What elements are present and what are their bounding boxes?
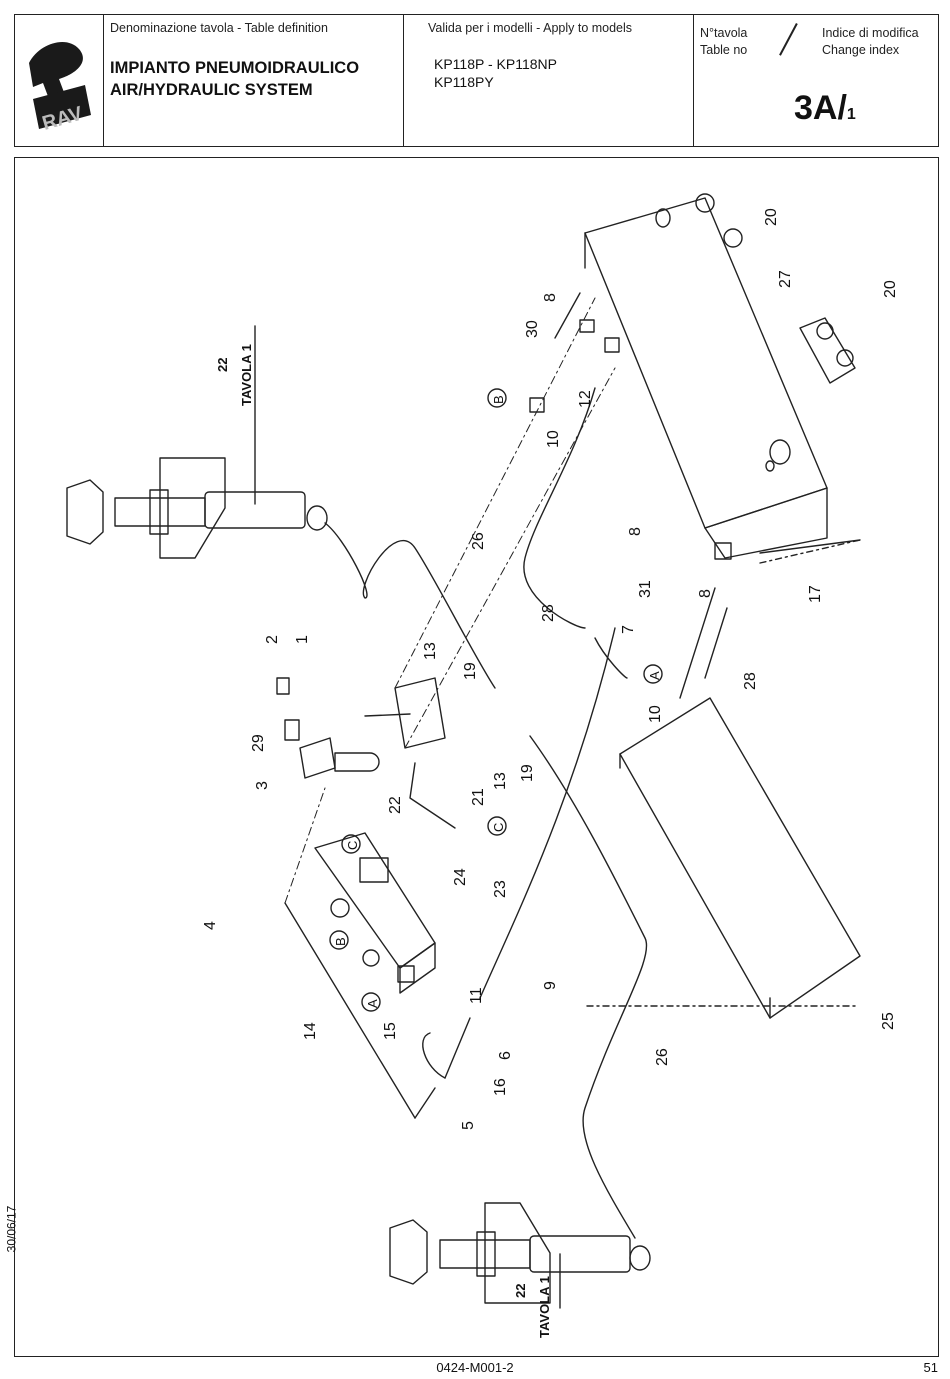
valve-block (276, 677, 380, 779)
callout-28: 28 (742, 672, 759, 690)
title-english: AIR/HYDRAULIC SYSTEM (110, 81, 313, 99)
marker-c-pump: C (345, 841, 360, 850)
models-line-2: KP118PY (434, 74, 494, 90)
callout-9: 9 (542, 981, 559, 990)
section-markers: B A C C B A (329, 388, 663, 1012)
hoses (284, 292, 728, 1239)
marker-a-right: A (647, 671, 662, 680)
callout-labels: 1 2 3 4 5 6 7 8 8 8 9 10 10 11 12 13 13 … (202, 208, 899, 1130)
document-code: 0424-M001-2 (436, 1360, 514, 1375)
callout-14: 14 (302, 1022, 319, 1040)
construction-lines (284, 297, 616, 904)
title-italian: IMPIANTO PNEUMOIDRAULICO (110, 59, 360, 77)
callout-5: 5 (460, 1121, 477, 1130)
title-block: RAV Denominazione tavola - Table definit… (14, 14, 939, 147)
callout-26: 26 (470, 532, 487, 550)
callout-13: 13 (422, 642, 439, 660)
exploded-view-frame: 1 2 3 4 5 6 7 8 8 8 9 10 10 11 12 13 13 … (14, 157, 939, 1357)
marker-c-right: C (491, 823, 506, 832)
callout-24: 24 (452, 868, 469, 886)
table-number-sub: 1 (846, 106, 856, 123)
callout-15: 15 (382, 1022, 399, 1040)
tavola-ref-number-lower: 22 (513, 1284, 528, 1298)
callout-17: 17 (807, 585, 824, 603)
revision-date: 30/06/17 (4, 1205, 19, 1253)
tank-fittings (529, 193, 856, 560)
callout-10: 10 (545, 430, 562, 448)
callout-2: 2 (264, 635, 281, 644)
callout-20: 20 (882, 280, 899, 298)
callout-31: 31 (637, 580, 654, 598)
table-definition-label: Denominazione tavola - Table definition (110, 21, 328, 35)
tavola-ref-label-upper: TAVOLA 1 (239, 344, 254, 406)
callout-10: 10 (647, 705, 664, 723)
marker-b-pump: B (333, 937, 348, 946)
valid-models-label: Valida per i modelli - Apply to models (428, 21, 633, 35)
table-definition-cell: Denominazione tavola - Table definition … (104, 15, 404, 146)
upper-cylinder (66, 325, 328, 559)
callout-22: 22 (387, 796, 404, 814)
pump-unit (314, 832, 436, 994)
table-no-italian: N°tavola (700, 26, 748, 40)
callout-16: 16 (492, 1078, 509, 1096)
callout-27: 27 (777, 270, 794, 288)
callout-19: 19 (519, 764, 536, 782)
callout-3: 3 (254, 781, 271, 790)
exploded-view-diagram: 1 2 3 4 5 6 7 8 8 8 9 10 10 11 12 13 13 … (66, 193, 899, 1338)
callout-13: 13 (492, 772, 509, 790)
callout-7: 7 (620, 625, 637, 634)
callout-21: 21 (470, 788, 487, 806)
callout-11: 11 (468, 987, 485, 1004)
models-line-1: KP118P - KP118NP (434, 56, 557, 72)
marker-a-pump: A (365, 999, 380, 1008)
change-index-english: Change index (822, 43, 900, 57)
lower-cylinder (389, 1202, 651, 1309)
callout-26: 26 (654, 1048, 671, 1066)
callout-28: 28 (540, 604, 557, 622)
models-cell: Valida per i modelli - Apply to models K… (404, 15, 694, 146)
callout-8: 8 (697, 589, 714, 598)
table-number: 3A/1 (794, 89, 856, 127)
rav-logo: RAV (29, 41, 91, 135)
marker-b-upper: B (491, 395, 506, 404)
callout-8: 8 (627, 527, 644, 536)
distribution-block (364, 677, 446, 749)
tavola-ref-label-lower: TAVOLA 1 (537, 1276, 552, 1338)
drip-tray (586, 697, 861, 1019)
change-index-italian: Indice di modifica (822, 26, 919, 40)
page-number: 51 (923, 1360, 938, 1375)
callout-1: 1 (294, 635, 311, 644)
callout-30: 30 (524, 320, 541, 338)
callout-25: 25 (880, 1012, 897, 1030)
callout-12: 12 (577, 390, 594, 408)
divider-slash (779, 23, 798, 56)
callout-6: 6 (497, 1051, 514, 1060)
logo-cell: RAV (15, 15, 104, 146)
tavola-ref-number-upper: 22 (215, 358, 230, 372)
table-number-cell: N°tavola Table no Indice di modifica Cha… (694, 15, 940, 146)
callout-29: 29 (250, 734, 267, 752)
callout-8: 8 (542, 293, 559, 302)
callout-23: 23 (492, 880, 509, 898)
callout-20: 20 (763, 208, 780, 226)
tavola-references: 22 TAVOLA 1 22 TAVOLA 1 (215, 344, 552, 1338)
table-no-english: Table no (700, 43, 748, 57)
oil-tank (584, 197, 861, 564)
callout-4: 4 (202, 921, 219, 930)
callout-19: 19 (462, 662, 479, 680)
